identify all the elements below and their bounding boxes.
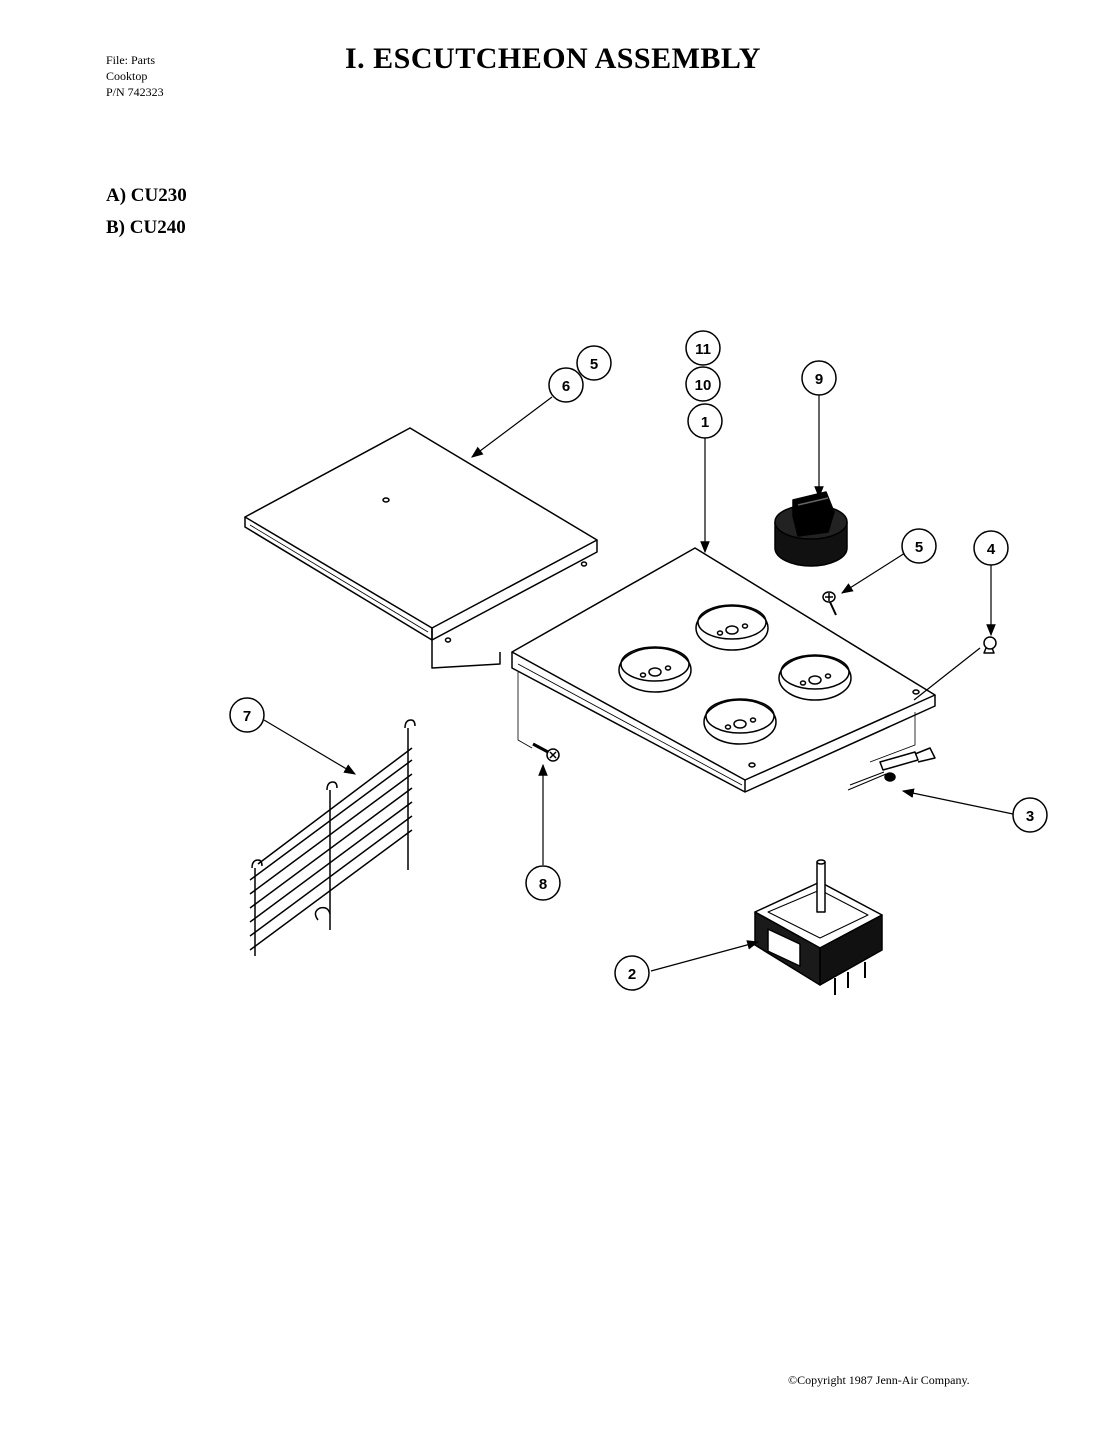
svg-text:7: 7 xyxy=(243,708,251,725)
leader-lines xyxy=(263,395,1014,972)
plug-button-part xyxy=(983,636,997,654)
callout-6: 6 xyxy=(548,367,584,403)
svg-text:11: 11 xyxy=(695,341,711,358)
callout-7: 7 xyxy=(229,697,265,733)
svg-text:9: 9 xyxy=(815,371,823,388)
copyright-notice: ©Copyright 1987 Jenn-Air Company. xyxy=(788,1373,970,1387)
svg-text:4: 4 xyxy=(987,541,996,558)
callout-2: 2 xyxy=(614,955,650,991)
file-info-file: File: Parts xyxy=(106,53,156,67)
wire-harness-part xyxy=(847,747,936,791)
svg-text:6: 6 xyxy=(562,378,570,395)
callout-10: 10 xyxy=(685,366,721,402)
svg-text:2: 2 xyxy=(628,966,636,983)
svg-text:5: 5 xyxy=(915,539,923,556)
model-a: A) CU230 xyxy=(106,185,187,206)
callout-9: 9 xyxy=(801,360,837,396)
file-info-part-number: P/N 742323 xyxy=(106,85,164,99)
callout-8: 8 xyxy=(525,865,561,901)
control-opening-right xyxy=(778,654,852,701)
model-list: A) CU230 B) CU240 xyxy=(106,180,187,244)
side-panel-part xyxy=(244,427,598,669)
model-b: B) CU240 xyxy=(106,217,186,238)
callout-11: 11 xyxy=(685,330,721,366)
svg-text:8: 8 xyxy=(539,876,547,893)
infinite-switch-part xyxy=(754,859,883,995)
mounting-screw-part xyxy=(532,742,560,762)
svg-text:3: 3 xyxy=(1026,808,1034,825)
callouts: 11 10 1 9 5 6 5 4 xyxy=(229,330,1048,991)
file-info: File: Parts Cooktop P/N 742323 xyxy=(106,52,164,100)
screw-part xyxy=(822,591,837,616)
svg-text:1: 1 xyxy=(701,414,709,431)
svg-text:5: 5 xyxy=(590,356,598,373)
svg-text:10: 10 xyxy=(695,377,712,394)
wire-rack-part xyxy=(249,719,416,956)
control-opening-top xyxy=(695,604,769,651)
file-info-product: Cooktop xyxy=(106,69,148,83)
escutcheon-plate-part xyxy=(511,547,936,793)
callout-3: 3 xyxy=(1012,797,1048,833)
callout-4: 4 xyxy=(973,530,1009,566)
control-opening-left xyxy=(618,646,692,693)
callout-5-lower: 5 xyxy=(901,528,937,564)
page-title: I. ESCUTCHEON ASSEMBLY xyxy=(345,42,761,75)
callout-1: 1 xyxy=(687,403,723,439)
knob-part xyxy=(774,491,848,567)
control-opening-bottom xyxy=(703,698,777,745)
callout-5-upper: 5 xyxy=(576,345,612,381)
